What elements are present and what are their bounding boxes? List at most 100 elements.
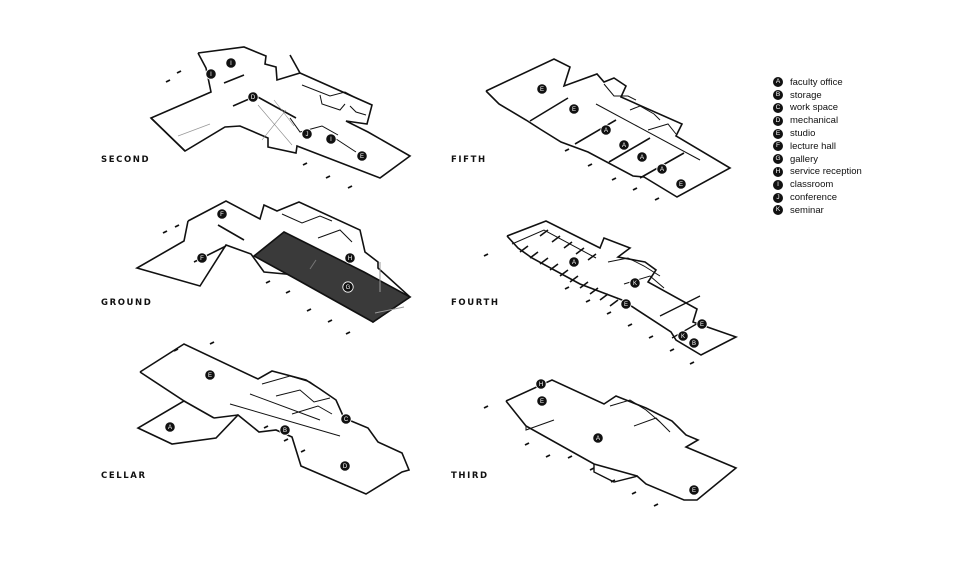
floor-label-ground: GROUND	[101, 298, 153, 308]
room-marker-letter: A	[572, 260, 576, 266]
legend-label: studio	[790, 128, 816, 140]
room-marker-ground: G	[342, 281, 354, 293]
room-marker-dot	[340, 413, 352, 425]
room-marker-letter: G	[346, 285, 351, 291]
room-marker-letter: H	[348, 256, 352, 262]
room-marker-fifth: E	[536, 83, 548, 95]
room-marker-dot	[339, 460, 351, 472]
room-marker-letter: J	[306, 132, 309, 138]
room-marker-dot	[675, 178, 687, 190]
fifth-ticks	[564, 148, 660, 201]
room-marker-letter: I	[330, 137, 332, 143]
room-marker-fifth: A	[600, 124, 612, 136]
room-marker-fifth: E	[675, 178, 687, 190]
floor-label-third: THIRD	[451, 471, 489, 481]
legend-badge: G	[773, 154, 783, 165]
legend-label: work space	[790, 102, 839, 114]
room-marker-dot	[636, 151, 648, 163]
room-marker-letter: F	[220, 212, 224, 218]
room-marker-ground: F	[196, 252, 208, 264]
plan-second	[149, 46, 412, 179]
second-ticks	[165, 70, 353, 189]
room-marker-dot	[536, 83, 548, 95]
room-marker-dot	[592, 432, 604, 444]
legend-label: classroom	[790, 179, 834, 191]
room-marker-letter: E	[360, 154, 364, 160]
room-marker-letter: A	[596, 436, 600, 442]
floor-label-fifth: FIFTH	[451, 155, 487, 165]
room-marker-dot	[342, 281, 354, 293]
room-marker-letter: E	[679, 182, 683, 188]
room-marker-cellar: B	[279, 424, 291, 436]
plan-fourth	[506, 220, 739, 356]
legend-badge: C	[773, 102, 783, 113]
room-marker-second: I	[225, 57, 237, 69]
legend-badge: D	[773, 115, 783, 126]
room-marker-dot	[204, 369, 216, 381]
room-marker-dot	[196, 252, 208, 264]
floor-label-fourth: FOURTH	[451, 298, 500, 308]
third-ticks	[483, 405, 659, 507]
room-marker-letter: E	[208, 373, 212, 379]
room-marker-dot	[618, 139, 630, 151]
cellar-ticks	[173, 341, 306, 453]
room-marker-letter: E	[540, 87, 544, 93]
room-marker-fifth: A	[618, 139, 630, 151]
room-marker-dot	[325, 133, 337, 145]
room-marker-dot	[164, 421, 176, 433]
room-marker-letter: F	[200, 256, 204, 262]
room-marker-dot	[568, 103, 580, 115]
room-marker-dot	[205, 68, 217, 80]
room-marker-second: E	[356, 150, 368, 162]
room-marker-dot	[688, 484, 700, 496]
room-marker-letter: A	[660, 167, 664, 173]
room-marker-dot	[600, 124, 612, 136]
room-marker-fifth: E	[568, 103, 580, 115]
room-marker-letter: I	[230, 61, 232, 67]
room-marker-ground: F	[216, 208, 228, 220]
room-marker-second: D	[247, 91, 259, 103]
legend-badge: F	[773, 141, 783, 152]
room-marker-letter: A	[640, 155, 644, 161]
room-marker-letter: E	[540, 399, 544, 405]
room-marker-second: I	[325, 133, 337, 145]
plan-ground	[134, 200, 412, 324]
room-marker-dot	[536, 395, 548, 407]
room-marker-letter: K	[633, 281, 637, 287]
room-marker-letter: A	[168, 425, 172, 431]
floor-label-cellar: CELLAR	[101, 471, 147, 481]
room-marker-second: J	[301, 128, 313, 140]
room-marker-dot	[535, 378, 547, 390]
room-marker-fifth: A	[656, 163, 668, 175]
legend-badge: I	[773, 179, 783, 190]
room-marker-third: E	[688, 484, 700, 496]
gallery-fill	[252, 231, 412, 323]
fourth-ticks	[483, 253, 695, 365]
room-marker-fifth: A	[636, 151, 648, 163]
room-marker-cellar: A	[164, 421, 176, 433]
legend-label: conference	[790, 192, 838, 204]
room-marker-letter: C	[344, 417, 349, 423]
room-marker-letter: H	[539, 382, 543, 388]
room-marker-third: A	[592, 432, 604, 444]
room-marker-fourth: K	[629, 277, 641, 289]
legend-label: service reception	[790, 166, 862, 178]
legend-badge: A	[773, 77, 783, 88]
room-marker-second: I	[205, 68, 217, 80]
room-marker-letter: D	[251, 95, 256, 101]
room-marker-cellar: D	[339, 460, 351, 472]
room-marker-fourth: K	[677, 330, 689, 342]
legend-label: gallery	[790, 153, 818, 165]
room-marker-letter: A	[604, 128, 608, 134]
room-marker-dot	[629, 277, 641, 289]
room-marker-dot	[301, 128, 313, 140]
